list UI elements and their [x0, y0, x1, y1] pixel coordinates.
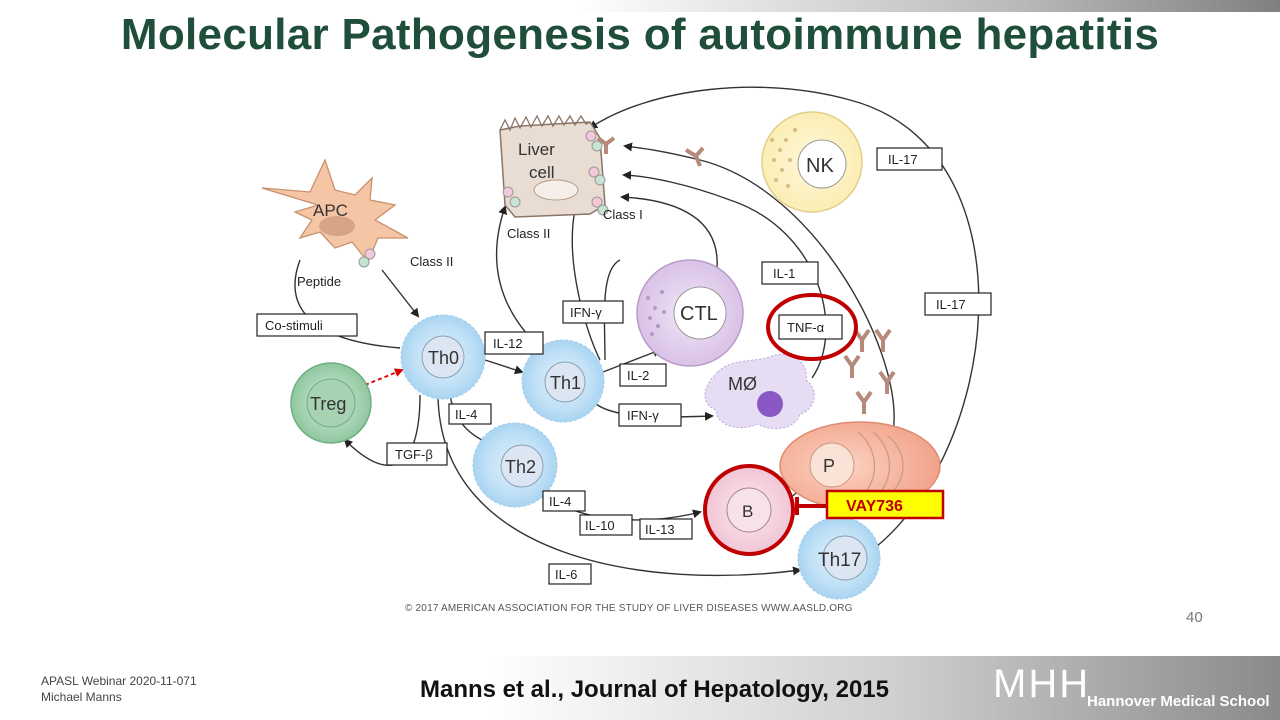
nk-cell: NK	[761, 111, 863, 213]
tgf-label: TGF-β	[395, 447, 433, 462]
b-label: B	[742, 502, 753, 521]
page-number: 40	[1186, 609, 1203, 626]
vay736-label: VAY736	[846, 498, 903, 515]
il6-label: IL-6	[555, 567, 577, 582]
footer-info: APASL Webinar 2020-11-071 Michael Manns	[41, 673, 197, 705]
class-ii-apc-label: Class II	[410, 254, 453, 269]
il1-label: IL-1	[773, 266, 795, 281]
logo-institution-name: Hannover Medical School	[1087, 693, 1270, 710]
cell-label: cell	[529, 163, 555, 182]
ctl-label: CTL	[680, 303, 718, 325]
il10-label: IL-10	[585, 518, 615, 533]
ifn-bottom-label: IFN-γ	[627, 408, 659, 423]
th0-cell: Th0	[400, 314, 486, 400]
ifn-top-label: IFN-γ	[570, 305, 602, 320]
footer-author: Michael Manns	[41, 690, 122, 704]
slide-title: Molecular Pathogenesis of autoimmune hep…	[120, 10, 1160, 59]
il17-right-label: IL-17	[936, 297, 966, 312]
peptide-label: Peptide	[297, 274, 341, 289]
tnf-highlight-ring	[766, 293, 858, 361]
apc-label: APC	[313, 201, 348, 220]
class-i-liver-label: Class I	[603, 207, 643, 222]
mo-label: MØ	[728, 374, 757, 394]
vay736-box	[825, 489, 945, 520]
il4-th2-label: IL-4	[549, 494, 571, 509]
tnf-label: TNF-α	[787, 320, 825, 335]
bottom-gradient-bar	[0, 656, 1280, 720]
top-gradient-bar	[0, 0, 1280, 12]
ctl-cell: CTL	[636, 259, 744, 367]
nk-label: NK	[806, 155, 834, 177]
plasma-cell: P	[779, 421, 941, 511]
apc-cell: APC	[261, 158, 409, 268]
liver-cell: Liver cell	[499, 114, 609, 218]
mhh-logo: MHH	[993, 662, 1091, 706]
th1-label: Th1	[550, 373, 581, 393]
il13-label: IL-13	[645, 522, 675, 537]
treg-cell: Treg	[290, 362, 372, 444]
co-stimuli-label: Co-stimuli	[265, 318, 323, 333]
p-label: P	[823, 456, 835, 476]
th2-label: Th2	[505, 457, 536, 477]
th17-cell: Th17	[797, 516, 881, 600]
b-cell: B	[703, 464, 795, 556]
th17-label: Th17	[818, 550, 861, 571]
treg-label: Treg	[310, 394, 346, 414]
footer-webinar: APASL Webinar 2020-11-071	[41, 674, 197, 688]
citation: Manns et al., Journal of Hepatology, 201…	[420, 676, 889, 703]
th1-cell: Th1	[521, 339, 605, 423]
il12-label: IL-12	[493, 336, 523, 351]
il17-top-label: IL-17	[888, 152, 918, 167]
il2-label: IL-2	[627, 368, 649, 383]
copyright-notice: © 2017 AMERICAN ASSOCIATION FOR THE STUD…	[405, 603, 853, 614]
liver-label: Liver	[518, 140, 555, 159]
th2-cell: Th2	[472, 422, 558, 508]
class-ii-liver-label: Class II	[507, 226, 550, 241]
antibody-icons	[596, 136, 896, 414]
th0-label: Th0	[428, 348, 459, 368]
il4-th0-label: IL-4	[455, 407, 477, 422]
macrophage-cell: MØ	[704, 354, 815, 430]
